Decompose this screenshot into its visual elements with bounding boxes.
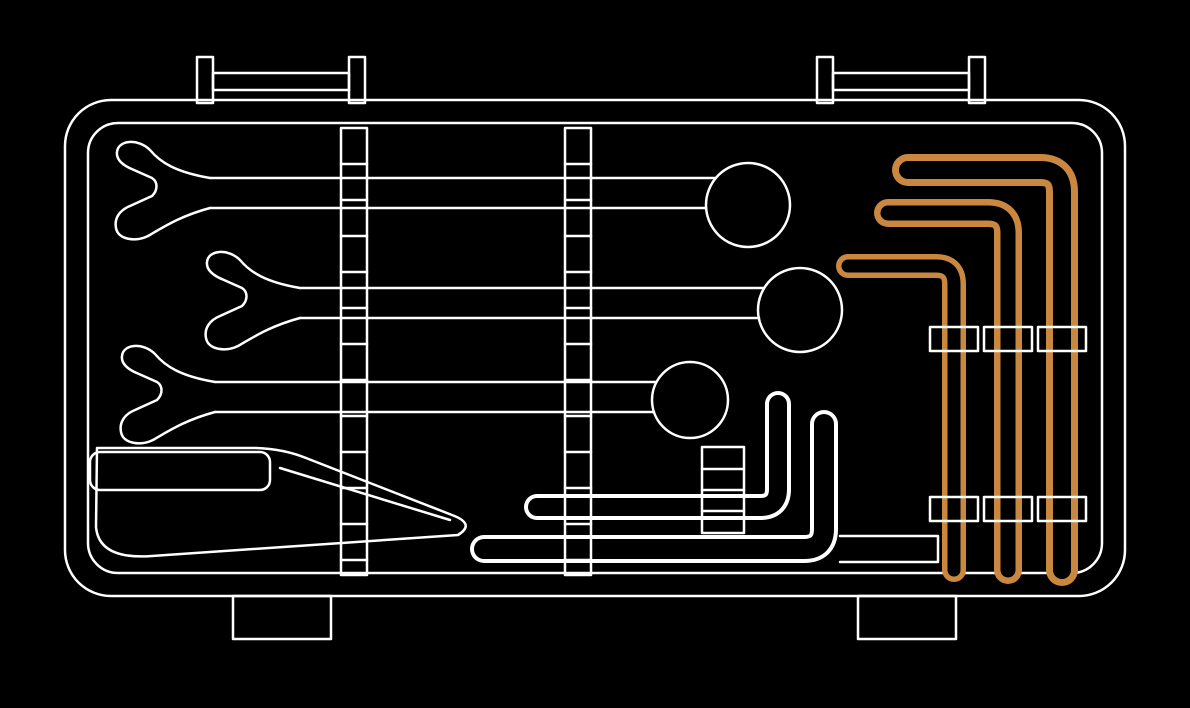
hex-key-clip-ladder — [700, 445, 746, 535]
tool-case — [63, 98, 1127, 598]
hex-key-outline — [836, 254, 966, 582]
clip-icon — [1036, 495, 1088, 523]
foot-left — [231, 594, 333, 641]
pry-bar-tray — [88, 446, 467, 558]
clip-icon — [982, 495, 1034, 523]
latch-bar-icon — [831, 71, 971, 92]
wrench-open-end-icon — [119, 344, 217, 445]
hex-key-white-large — [470, 410, 838, 563]
pry-bar-edge-line — [278, 466, 452, 522]
hex-key-core — [528, 395, 787, 516]
hex-key-clip-row-upper — [928, 325, 1088, 353]
hex-key-core — [899, 161, 1071, 579]
latch-bar-icon — [211, 71, 351, 92]
wrench-middle — [204, 250, 844, 354]
pry-bar-blade-icon — [94, 446, 467, 558]
hex-key-orange-large — [892, 154, 1078, 586]
hex-key-core — [841, 259, 961, 577]
strap-rungs — [563, 162, 593, 562]
hex-key-white-small — [524, 391, 791, 520]
wrench-bottom — [119, 344, 730, 445]
hex-key-core — [474, 414, 834, 559]
hex-key-clip-row-lower — [928, 495, 1088, 523]
wrench-ring-end-icon — [704, 161, 792, 249]
wrench-top — [114, 140, 792, 249]
wrench-ring-end-icon — [650, 360, 730, 440]
wrench-open-end-icon — [114, 140, 212, 241]
clip-icon — [1036, 325, 1088, 353]
wrench-open-end-icon — [204, 250, 302, 351]
clip-icon — [982, 325, 1034, 353]
hex-key-orange-medium — [874, 199, 1022, 584]
foot-right — [856, 594, 958, 641]
strap-rungs — [339, 162, 369, 562]
pry-bar-handle-icon — [88, 450, 272, 492]
holder-strap-left — [339, 126, 369, 577]
hex-key-orange-small — [836, 254, 966, 582]
holder-strap-right — [563, 126, 593, 577]
strap-rail — [339, 126, 369, 577]
latch-post-icon — [967, 55, 987, 105]
latch-left — [195, 55, 367, 105]
clip-icon — [928, 495, 980, 523]
clip-icon — [928, 325, 980, 353]
wrench-ring-end-icon — [756, 266, 844, 354]
case-liner — [86, 121, 1104, 575]
latch-post-icon — [195, 55, 215, 105]
latch-post-icon — [815, 55, 835, 105]
clip-rungs — [700, 467, 746, 513]
latch-post-icon — [347, 55, 367, 105]
strap-rail — [563, 126, 593, 577]
case-shell — [63, 98, 1127, 598]
tray-channel-line — [838, 534, 940, 564]
latch-right — [815, 55, 987, 105]
hex-key-core — [880, 205, 1016, 578]
